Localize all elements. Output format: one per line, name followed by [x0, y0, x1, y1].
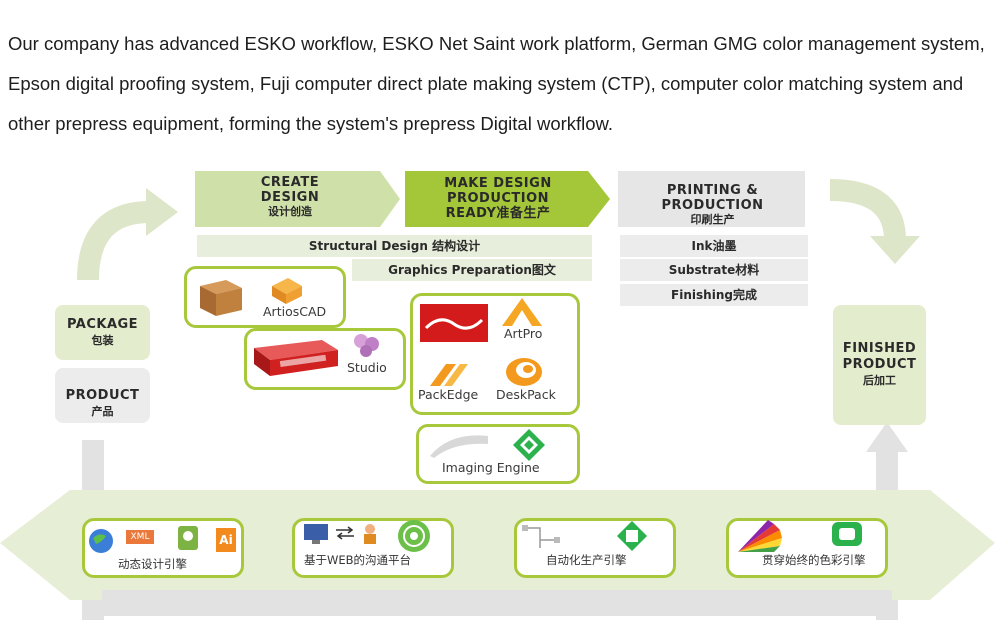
- stage-create-design: CREATE DESIGN 设计创造: [200, 175, 380, 219]
- side-package-cn: 包装: [91, 334, 114, 347]
- stage-printing: PRINTING & PRODUCTION 印刷生产: [620, 183, 805, 227]
- side-finished-line1: FINISHED: [842, 341, 917, 356]
- studio-logo-icon: [354, 334, 379, 357]
- imaging-swoosh-icon: [430, 435, 488, 458]
- stage-make-line2: PRODUCTION: [446, 191, 550, 206]
- side-finished-product: FINISHED PRODUCT 后加工: [833, 305, 926, 425]
- side-product-en: PRODUCT: [65, 388, 140, 403]
- stage-create-cn: 设计创造: [268, 205, 312, 218]
- prepress-workflow-diagram: CREATE DESIGN 设计创造 MAKE DESIGN PRODUCTIO…: [0, 150, 1000, 636]
- tool-box-artioscad: [184, 266, 346, 328]
- gear-box-icon: [178, 526, 198, 550]
- artpro-logo-icon: [502, 298, 542, 326]
- stage-create-line1: CREATE: [260, 175, 320, 190]
- tool-label-studio: Studio: [347, 360, 387, 375]
- deskpack-logo-icon: [506, 358, 542, 386]
- bar-graphics-preparation: Graphics Preparation图文: [352, 259, 592, 281]
- tool-label-deskpack: DeskPack: [496, 387, 556, 402]
- side-product: PRODUCT 产品: [55, 368, 150, 423]
- bottom-box-automation: [514, 518, 676, 578]
- bottom-label-web-platform: 基于WEB的沟通平台: [304, 553, 412, 567]
- xml-badge: XML: [126, 530, 154, 544]
- tool-label-artioscad: ArtiosCAD: [263, 304, 327, 319]
- swirl-green-icon: [398, 520, 430, 552]
- bar-substrate: Substrate材料: [620, 259, 808, 281]
- bottom-label-automation: 自动化生产引擎: [546, 553, 627, 567]
- flowchart-icon: [522, 525, 560, 548]
- tool-box-artpro-packedge-deskpack: [410, 293, 580, 415]
- stage-make-design: MAKE DESIGN PRODUCTION READY准备生产: [408, 176, 588, 221]
- tool-label-artpro: ArtPro: [504, 326, 543, 341]
- bar-finishing: Finishing完成: [620, 284, 808, 306]
- coca-cola-icon: [420, 304, 488, 342]
- stage-chevrons: [195, 171, 805, 227]
- exchange-arrows-icon: [336, 526, 354, 540]
- bar-structural-design: Structural Design 结构设计: [197, 235, 592, 257]
- packedge-logo-icon: [430, 364, 468, 386]
- side-package: PACKAGE 包装: [55, 305, 150, 360]
- side-finished-cn: 后加工: [863, 374, 896, 387]
- side-product-cn: 产品: [91, 405, 114, 418]
- stage-print-cn: 印刷生产: [690, 213, 735, 226]
- bottom-label-dynamic-design: 动态设计引擎: [118, 557, 187, 571]
- color-fan-icon: [738, 520, 782, 552]
- globe-icon: [89, 529, 113, 553]
- stage-print-line2: PRODUCTION: [661, 198, 764, 213]
- coke-pack-icon: [254, 340, 338, 376]
- artioscad-logo-icon: [272, 278, 302, 304]
- stage-make-line3: READY准备生产: [445, 206, 551, 221]
- side-package-en: PACKAGE: [66, 317, 139, 332]
- people-icon: [364, 524, 376, 544]
- stage-make-line1: MAKE DESIGN: [444, 176, 552, 191]
- stage-print-line1: PRINTING &: [666, 183, 759, 198]
- tool-label-packedge: PackEdge: [418, 387, 479, 402]
- tool-label-imaging-engine: Imaging Engine: [442, 460, 540, 475]
- tool-box-imaging-engine: [416, 424, 580, 484]
- stage-create-line2: DESIGN: [260, 190, 320, 205]
- monitor-icon: [304, 524, 328, 544]
- intro-paragraph: Our company has advanced ESKO workflow, …: [8, 33, 985, 134]
- bottom-label-color-engine: 贯穿始终的色彩引擎: [762, 553, 866, 567]
- side-finished-line2: PRODUCT: [842, 357, 917, 372]
- automation-engine-icon: [617, 521, 647, 551]
- imaging-engine-logo-icon: [513, 429, 545, 461]
- bar-ink: Ink油墨: [620, 235, 808, 257]
- color-engine-icon: [832, 522, 862, 546]
- cardboard-box-icon: [200, 280, 242, 316]
- illustrator-badge: Ai: [216, 528, 236, 552]
